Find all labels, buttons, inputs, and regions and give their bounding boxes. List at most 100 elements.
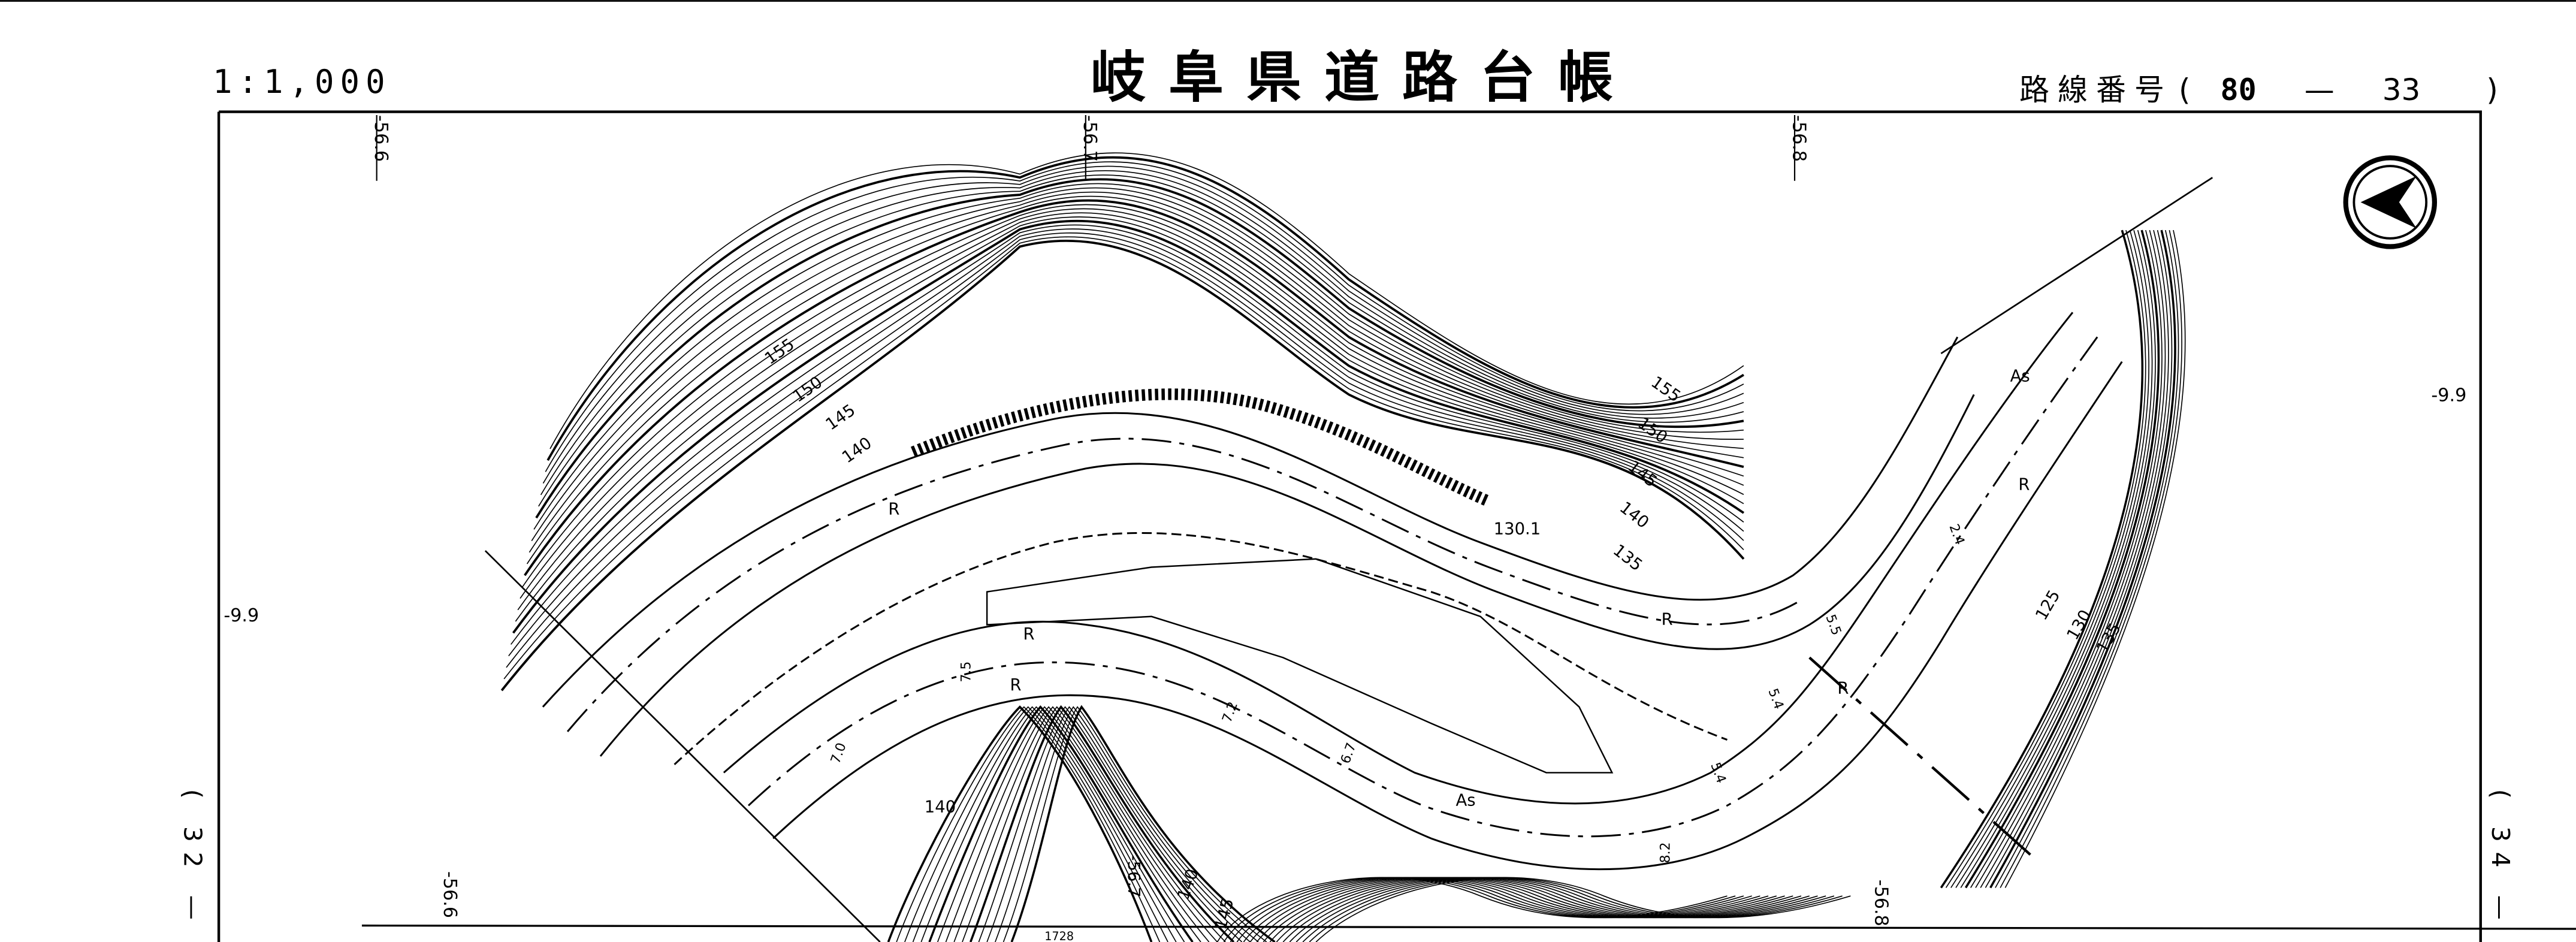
width-label: 5.4 — [1707, 760, 1728, 785]
contour-line — [928, 705, 1194, 942]
contour-line — [1985, 230, 2173, 888]
contour-line — [937, 706, 1201, 942]
route-number: 路線番号 ( 80 — 33 ) — [2019, 66, 2498, 109]
page-title: 岐阜県道路台帳 — [1091, 46, 1636, 110]
contour-line — [515, 216, 1744, 622]
contour-line — [1010, 705, 1276, 942]
contour-label: 140 — [925, 798, 956, 816]
map-frame — [217, 110, 2482, 942]
contour-line — [1995, 230, 2179, 888]
road — [542, 312, 2123, 871]
width-label: 7.2 — [1220, 700, 1241, 724]
contour-line — [896, 706, 1161, 942]
contour-line — [1940, 230, 2144, 889]
road-lower-centerline — [748, 336, 2098, 838]
contour-line — [546, 156, 1744, 461]
width-label: 7.5 — [959, 662, 974, 683]
width-label: 5.4 — [1765, 687, 1786, 711]
grid-label-bottom-3: -56.8 — [1871, 880, 1892, 926]
contour-label: 140 — [839, 434, 875, 467]
contour-label: 145 — [823, 401, 859, 434]
north-arrow-icon — [2343, 155, 2438, 249]
contour-label: 155 — [1647, 373, 1684, 406]
contour-line — [1989, 230, 2176, 889]
spot-height: 130.1 — [1494, 520, 1541, 539]
route-major-number: 80 — [2220, 73, 2257, 107]
bottom-sheet-line — [361, 924, 2576, 930]
curb-label: R — [1010, 676, 1022, 695]
contour-line — [945, 706, 1210, 942]
adjacent-page-left: ( 32 — — [178, 789, 207, 929]
contour-line — [1295, 877, 1826, 942]
width-label: 7.0 — [828, 741, 849, 765]
contour-line — [953, 706, 1218, 942]
curb-label: R — [1023, 625, 1035, 644]
contour-line — [522, 204, 1744, 587]
contour-line — [1955, 230, 2153, 888]
contour-line — [529, 191, 1744, 553]
contour-line — [503, 236, 1744, 680]
contour-line — [1289, 877, 1818, 942]
road-inner-loop — [674, 532, 1728, 765]
grid-label-bottom-1: -56.6 — [439, 871, 460, 918]
contour-line — [1315, 877, 1851, 942]
contour-line — [1970, 230, 2163, 888]
map-scale: 1:1,000 — [213, 63, 391, 101]
contour-line — [1975, 230, 2166, 888]
contour-line — [500, 240, 1745, 692]
contour-line — [506, 233, 1744, 668]
width-label: 5.5 — [1823, 612, 1844, 637]
grid-label-right: -9.9 — [2431, 385, 2466, 406]
surface-label: As — [2010, 367, 2030, 385]
curb-label: R — [888, 500, 899, 519]
grid-label-top-1: -56.6 — [370, 115, 391, 162]
contour-line — [1263, 877, 1785, 942]
contour-line — [1950, 230, 2149, 888]
road-lower-inner — [772, 361, 2123, 871]
contour-line — [535, 178, 1744, 519]
contour-line — [531, 187, 1744, 542]
route-minor-number: 33 — [2382, 73, 2421, 107]
contour-line — [512, 219, 1745, 634]
width-label: 6.7 — [1338, 741, 1359, 765]
surface-label: As — [1456, 791, 1476, 810]
contour-line — [1945, 230, 2146, 888]
contour-line — [1002, 706, 1267, 942]
road-upper-centerline — [566, 437, 1802, 732]
contour-line — [526, 195, 1744, 564]
field-block — [986, 558, 1614, 774]
map-boundary-left — [484, 550, 881, 942]
route-open-paren: ( — [2179, 73, 2191, 107]
contour-line — [511, 224, 1744, 645]
contour-line — [1249, 877, 1769, 942]
contour-line — [887, 705, 1153, 942]
contour-line — [986, 706, 1251, 942]
retaining-wall-hatch — [910, 388, 1491, 507]
contour-line — [1282, 877, 1810, 942]
contour-line — [1302, 877, 1835, 942]
width-label: 8.2 — [1658, 842, 1673, 863]
contour-line — [1269, 877, 1793, 942]
route-close-paren: ) — [2486, 73, 2498, 107]
top-border-line — [0, 0, 2576, 2]
curb-label: R — [2018, 476, 2030, 494]
contour-line — [962, 706, 1226, 942]
curb-label: R — [1837, 680, 1849, 698]
road-upper-inner — [599, 394, 1975, 757]
contour-line — [517, 212, 1744, 611]
contour-line — [508, 228, 1744, 657]
grid-label-top-3: -56.8 — [1788, 115, 1809, 162]
adjacent-page-right: ( 34 — — [2486, 789, 2515, 929]
contour-label: 140 — [1616, 499, 1652, 533]
route-number-label: 路線番号 — [2019, 73, 2173, 107]
contour-line — [1309, 877, 1843, 942]
contour-line — [545, 161, 1744, 472]
contour-line — [520, 208, 1744, 599]
contour-line — [1276, 877, 1802, 942]
contour-line — [542, 165, 1744, 484]
contour-line — [1243, 877, 1760, 942]
contour-line — [533, 183, 1744, 530]
contour-line — [538, 174, 1744, 507]
map-boundary-right — [1940, 177, 2213, 354]
